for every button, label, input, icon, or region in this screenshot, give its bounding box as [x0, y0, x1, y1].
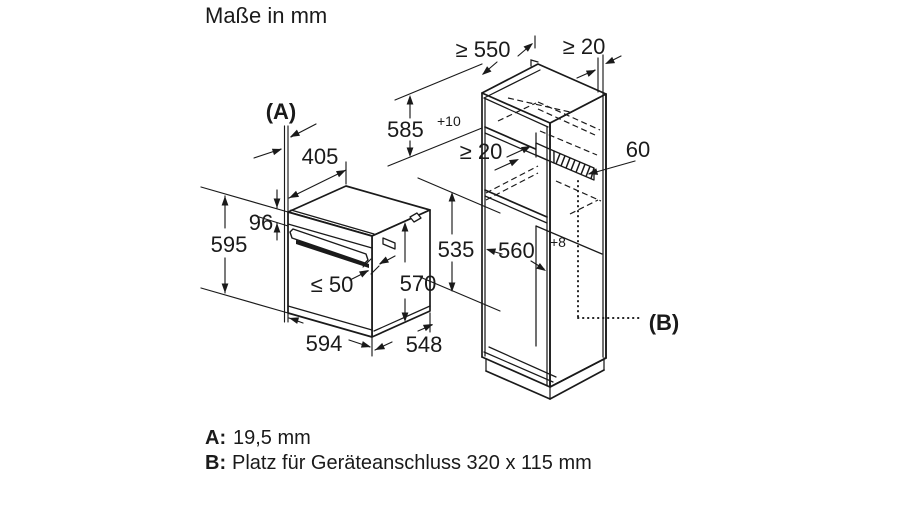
legend-a-key: A:: [205, 427, 226, 449]
dim-595-label: 595: [211, 232, 248, 257]
vent-hatch: [553, 150, 595, 181]
dim-oven-depth: 548: [373, 312, 443, 357]
dim-550-label: ≥ 550: [456, 37, 511, 62]
dim-min-depth: ≥ 550: [456, 35, 536, 78]
diagram-title: Maße in mm: [205, 3, 327, 28]
cabinet-drawing: [481, 59, 640, 400]
dim-560-tolerance: +8: [550, 234, 566, 250]
legend: A: 19,5 mm B: Platz für Geräteanschluss …: [205, 427, 592, 474]
dim-oven-top-depth: 405: [287, 144, 348, 202]
oven-corner-notch: [409, 212, 422, 223]
dim-96-label: 96: [249, 210, 273, 235]
dim-548-label: 548: [406, 332, 443, 357]
dim-oven-width: 594: [288, 314, 373, 357]
legend-b-value: Platz für Geräteanschluss 320 x 115 mm: [232, 452, 592, 474]
dim-upper-niche-height: 585 +10: [387, 63, 483, 167]
dim-niche-width: 560 +8: [485, 234, 566, 274]
dim-594-label: 594: [306, 331, 343, 356]
dim-oven-panel-height: 96: [249, 189, 289, 241]
dim-585-label: 585: [387, 117, 424, 142]
legend-b-key: B:: [205, 452, 226, 474]
dim-560-label: 560: [498, 238, 535, 263]
dim-585-tolerance: +10: [437, 113, 461, 129]
ref-b-label: (B): [649, 310, 680, 335]
dim-535-label: 535: [438, 237, 475, 262]
dimension-annotations: (A) 405 96 595: [200, 34, 680, 357]
dim-vent-gap: ≥ 20: [460, 139, 533, 171]
dim-oven-side-height: 570: [400, 222, 437, 322]
dim-frame-a: (A): [253, 99, 317, 323]
ref-a-label: (A): [266, 99, 297, 124]
dim-vent-width: 60: [587, 137, 650, 178]
dim-oven-height: 595: [200, 186, 289, 314]
dim-60-label: 60: [626, 137, 650, 162]
dim-405-label: 405: [302, 144, 339, 169]
dim-20-vent-label: ≥ 20: [460, 139, 503, 164]
legend-a-value: 19,5 mm: [233, 427, 311, 449]
cabinet-back-notch: [530, 59, 539, 67]
oven-door-handle: [289, 228, 369, 264]
oven-drawing: [287, 185, 431, 338]
dim-niche-height: 535: [417, 177, 501, 312]
dim-handle-clearance: ≤ 50: [311, 255, 396, 297]
dim-50-label: ≤ 50: [311, 272, 354, 297]
dim-20-rear-label: ≥ 20: [563, 34, 606, 59]
dim-rear-gap: ≥ 20: [563, 34, 622, 96]
oven-side-slot: [382, 237, 396, 250]
dim-570-label: 570: [400, 271, 437, 296]
